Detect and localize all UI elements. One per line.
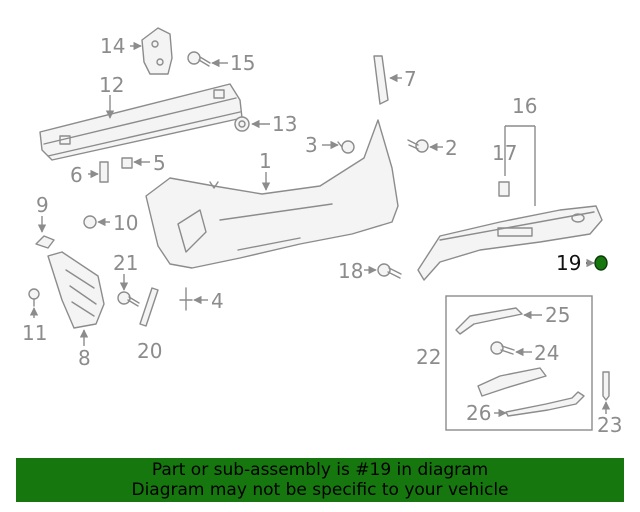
callout-5: 5 (153, 151, 166, 175)
part-25-bracket: 25 (455, 303, 570, 335)
part-22-kit-box: 22 (416, 295, 593, 431)
callout-12: 12 (99, 73, 124, 97)
part-3-clip: 3 (305, 133, 355, 157)
part-2-bolt: 2 (407, 136, 458, 160)
part-26-trim: 26 (466, 367, 585, 425)
part-8-side-bracket: 8 (47, 251, 105, 370)
callout-17: 17 (492, 141, 517, 165)
part-12-reinforcement: 12 (39, 73, 243, 161)
callout-18: 18 (338, 259, 363, 283)
callout-13: 13 (272, 112, 297, 136)
part-5-retainer: 5 (121, 151, 166, 175)
part-14-bracket: 14 (100, 27, 173, 75)
part-20-strip: 20 (137, 287, 162, 363)
callout-11: 11 (22, 321, 47, 345)
callout-26: 26 (466, 401, 491, 425)
callout-23: 23 (597, 413, 622, 437)
callout-4: 4 (211, 289, 224, 313)
part-19-highlighted: 19 (556, 251, 608, 275)
part-23-pin: 23 (597, 371, 622, 437)
info-banner: Part or sub-assembly is #19 in diagram D… (16, 458, 624, 502)
callout-21: 21 (113, 251, 138, 275)
part-16-17-group: 16 17 (492, 94, 537, 206)
part-6-clip: 6 (70, 161, 109, 187)
banner-line-1: Part or sub-assembly is #19 in diagram (151, 460, 489, 480)
callout-2: 2 (445, 136, 458, 160)
callout-14: 14 (100, 34, 125, 58)
part-13-clip: 13 (234, 112, 297, 136)
callout-10: 10 (113, 211, 138, 235)
part-21-bolt: 21 (113, 251, 140, 307)
callout-7: 7 (404, 67, 417, 91)
callout-22: 22 (416, 345, 441, 369)
part-15-bolt: 15 (187, 51, 255, 75)
callout-24: 24 (534, 341, 559, 365)
callout-19: 19 (556, 251, 581, 275)
part-1-bumper-cover: 1 (145, 119, 399, 269)
callout-16: 16 (512, 94, 537, 118)
callout-8: 8 (78, 346, 91, 370)
callout-20: 20 (137, 339, 162, 363)
part-18-bolt: 18 (338, 259, 402, 283)
part-16-diffuser (417, 205, 603, 281)
callout-3: 3 (305, 133, 318, 157)
part-10-grommet: 10 (83, 211, 138, 235)
part-11-clip: 11 (22, 288, 47, 345)
callout-15: 15 (230, 51, 255, 75)
banner-line-2: Diagram may not be specific to your vehi… (131, 480, 509, 500)
callout-1: 1 (259, 149, 272, 173)
callout-25: 25 (545, 303, 570, 327)
callout-6: 6 (70, 163, 83, 187)
parts-diagram: 14 15 12 13 7 16 17 3 (22, 27, 622, 437)
part-4-fastener: 4 (179, 287, 224, 313)
callout-9: 9 (36, 193, 49, 217)
part-9-clip: 9 (35, 193, 55, 249)
part-7-strip: 7 (373, 55, 417, 105)
part-24-bolt: 24 (490, 341, 559, 365)
